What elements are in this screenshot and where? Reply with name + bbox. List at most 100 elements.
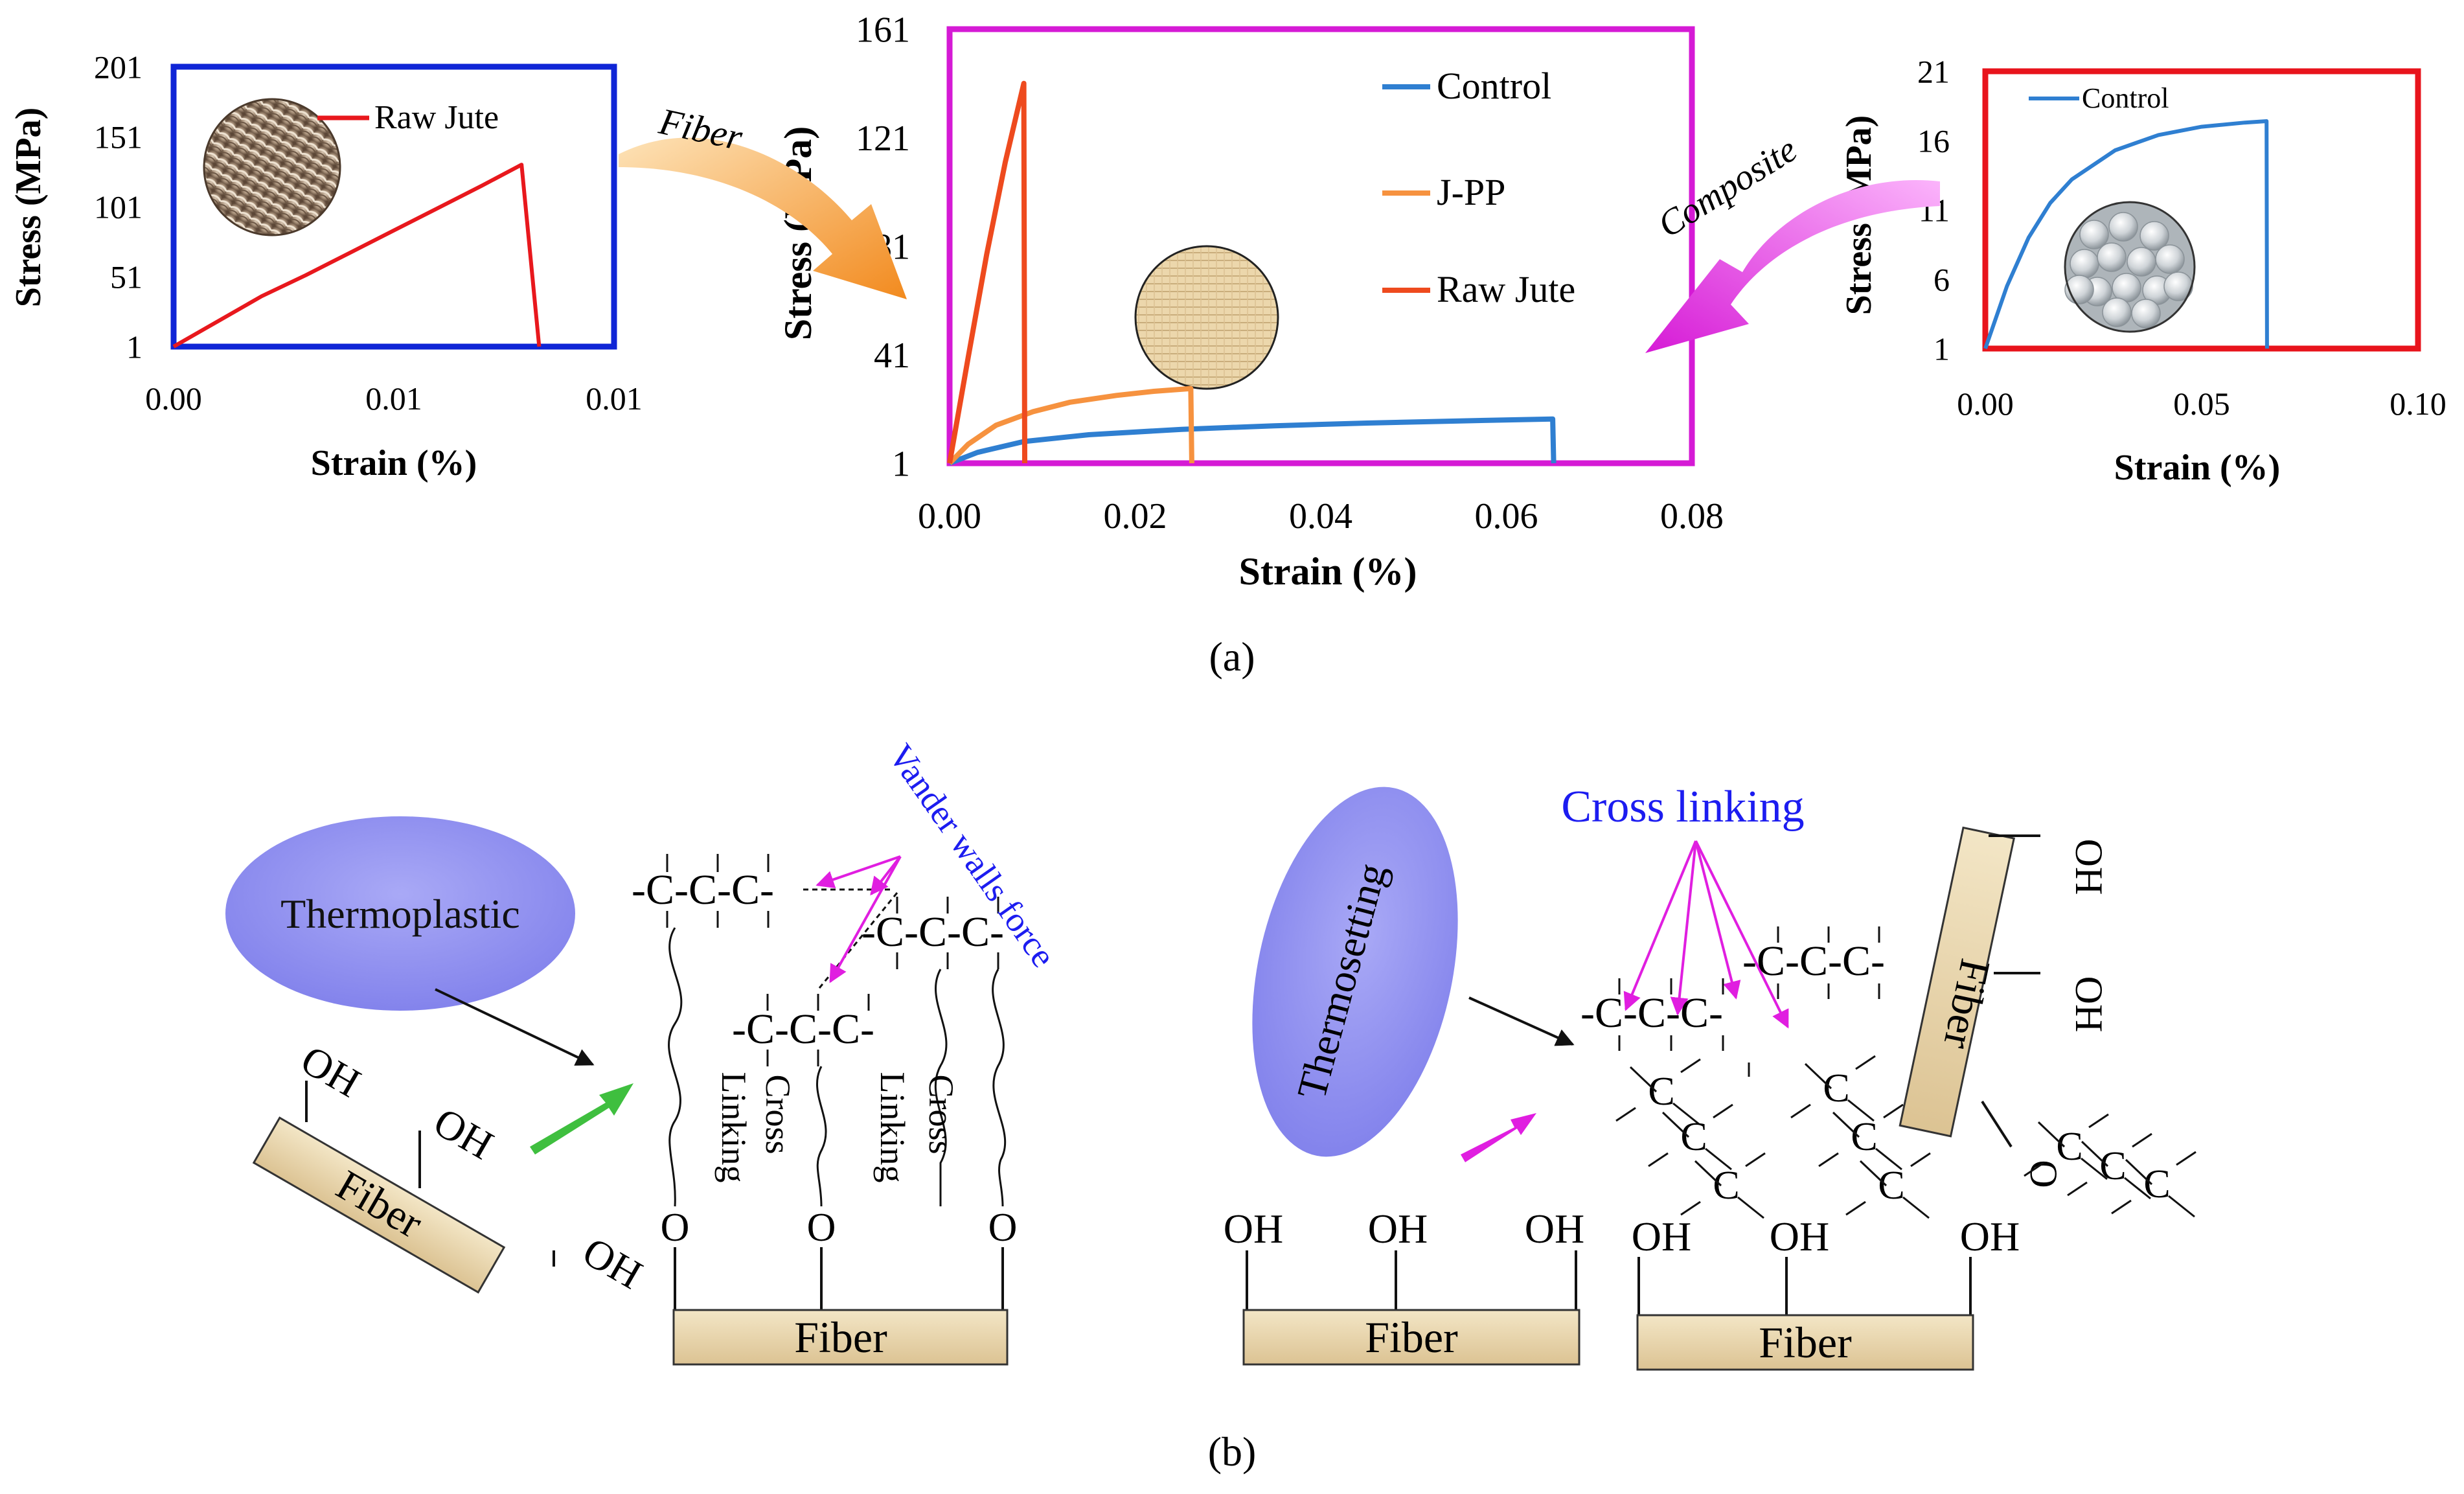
x-tick-label: 0.02 (1104, 496, 1167, 536)
vdw-arrow (816, 855, 901, 889)
series-raw-jute (947, 80, 1027, 464)
y-tick-label: 16 (1917, 123, 1950, 159)
panel-b-label: (b) (1208, 1429, 1257, 1475)
oh-row: OH OH OH OH OH OH (1224, 1206, 2020, 1259)
series-control (1983, 119, 2269, 349)
pellet (2097, 242, 2127, 272)
o-label: O (661, 1206, 690, 1250)
pellet (2139, 221, 2169, 251)
pellet (2108, 212, 2138, 242)
pellet (2163, 271, 2193, 301)
legend-label-raw-jute: Raw Jute (1437, 268, 1575, 310)
pellet (2127, 247, 2156, 277)
chart-left-xlabel: Strain (%) (311, 443, 477, 483)
y-tick-label: 201 (94, 49, 143, 86)
oh-label: OH (1224, 1206, 1283, 1252)
legend-label-control: Control (1437, 65, 1551, 107)
chain-top: -C-C-C- (632, 866, 774, 914)
fiber-label: Fiber (1365, 1313, 1458, 1362)
carbon-atom: C (1823, 1066, 1849, 1110)
pellets-photo (2064, 201, 2196, 333)
thermosetting-ellipse (1252, 787, 1458, 1157)
fiber-block (1636, 1314, 1974, 1371)
chart-mid-frame (946, 26, 1695, 466)
fiber-label: Fiber (794, 1313, 887, 1362)
oh-label: OH (2068, 976, 2110, 1033)
x-tick-label: 0.00 (918, 496, 981, 536)
pellet (2131, 299, 2161, 328)
carbon-atom: C (1851, 1115, 1877, 1159)
x-tick-label: 0.00 (145, 380, 202, 417)
o-label: O (988, 1206, 1018, 1250)
oh-label: OH (426, 1099, 501, 1169)
y-tick-label: 1 (1934, 331, 1950, 367)
y-tick-label: 161 (856, 10, 910, 51)
carbon-atom: C (2099, 1144, 2126, 1188)
fiber-block-vertical (1899, 826, 2016, 1138)
y-tick-label: 41 (874, 336, 910, 376)
legend-left: Raw Jute (317, 99, 499, 136)
pointer-arrow (1468, 996, 1575, 1046)
magenta-arrow-small (1461, 1113, 1536, 1162)
chain-crosslink: -C-C-C- (1742, 937, 1885, 985)
pellet (2155, 244, 2185, 274)
thermoplastic-label: Thermoplastic (280, 891, 520, 937)
legend-label-jpp: J-PP (1437, 171, 1505, 213)
legend-label-raw-jute: Raw Jute (374, 99, 499, 136)
chart-right-frame (1982, 68, 2421, 352)
series-j-pp (948, 385, 1194, 465)
vdw-arrow (829, 856, 902, 983)
fiber-block (1242, 1309, 1580, 1366)
weave-photo (1134, 245, 1279, 390)
x-tick-label: 0.00 (1957, 385, 2014, 422)
o-label: O (807, 1206, 836, 1250)
carbon-atom: C (2143, 1162, 2170, 1206)
carbon-atom: C (1680, 1115, 1707, 1159)
cross-label: Cross (922, 1074, 961, 1154)
raw-jute-photo (203, 98, 341, 236)
y-tick-label: 51 (110, 259, 143, 295)
x-tick-label: 0.01 (586, 380, 643, 417)
chart-mid-ylabel: Stress (MPa) (777, 126, 819, 340)
thermoplastic-ellipse (225, 816, 575, 1011)
chart-mid-xlabel: Strain (%) (1239, 550, 1417, 593)
oh-label: OH (1525, 1206, 1584, 1252)
pointer-arrow (435, 988, 595, 1066)
o-label: O (2022, 1160, 2065, 1188)
carbon-atom: C (1713, 1164, 1739, 1208)
pellet (2070, 249, 2099, 279)
cross-label: Cross (759, 1074, 797, 1154)
fiber-block-tilted (252, 1116, 506, 1294)
chart-left-ylabel: Stress (MPa) (8, 108, 49, 307)
diagram-thermoplastic: Thermoplastic Fiber OH OH OH -C-C-C- -C-… (225, 737, 1064, 1366)
oh-label: OH (575, 1228, 650, 1298)
diagram-thermosetting: Thermosetting Cross linking -C-C-C- -C-C… (1224, 782, 2196, 1371)
carbon-atom: C (1878, 1164, 1904, 1208)
series-raw-jute (172, 163, 542, 349)
legend-label-control: Control (2082, 82, 2169, 114)
green-arrow (530, 1083, 633, 1155)
oh-label: OH (1632, 1213, 1691, 1259)
legend-right: Control (2029, 82, 2169, 114)
x-tick-label: 0.08 (1660, 496, 1724, 536)
carbon-atom: C (1648, 1070, 1674, 1114)
oh-label: OH (293, 1037, 369, 1107)
legend-mid: Control J-PP Raw Jute (1382, 65, 1575, 310)
oh-label: OH (1770, 1213, 1829, 1259)
oh-label: OH (1368, 1206, 1428, 1252)
panel-a-label: (a) (1209, 634, 1255, 680)
fiber-block (672, 1309, 1009, 1366)
y-tick-label: 21 (1917, 54, 1950, 90)
y-tick-label: 101 (94, 189, 143, 225)
oh-label: OH (2068, 839, 2110, 895)
pellet (2079, 220, 2109, 249)
chain-right: -C-C-C- (861, 908, 1004, 956)
fiber-label: Fiber (1759, 1318, 1852, 1367)
x-tick-label: 0.01 (365, 380, 422, 417)
linking-label: Linking (873, 1072, 912, 1183)
y-tick-label: 1 (892, 444, 910, 485)
